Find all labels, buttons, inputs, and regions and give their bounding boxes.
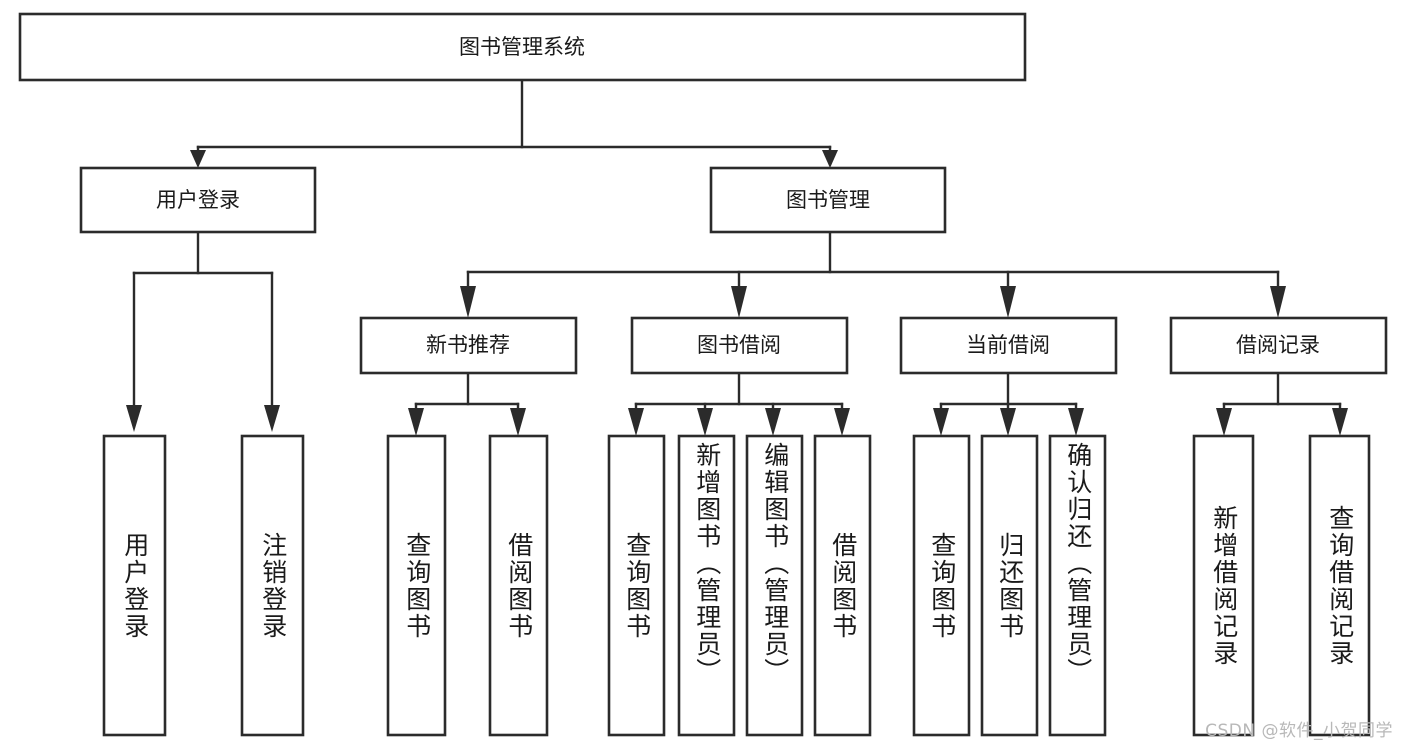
node-borrow-record[interactable]: 借阅记录	[1169, 316, 1388, 375]
node-new-book-recommend-box[interactable]	[359, 316, 578, 375]
arrow-leaf-query-book-1	[408, 408, 424, 436]
arrow-leaf-edit-book	[765, 408, 781, 436]
node-leaf-confirm-return-box[interactable]	[1048, 434, 1107, 737]
node-leaf-borrow-book-2-box[interactable]	[813, 434, 872, 737]
node-book-management-label: 图书管理	[786, 188, 870, 212]
node-leaf-query-book-1-box[interactable]	[386, 434, 447, 737]
arrow-leaf-query-record	[1332, 408, 1348, 436]
leaf-boxes	[102, 434, 1371, 737]
node-borrow-record-box[interactable]	[1169, 316, 1388, 375]
arrow-user-login	[190, 150, 206, 168]
node-book-borrow-box[interactable]	[630, 316, 849, 375]
node-current-borrow[interactable]: 当前借阅	[899, 316, 1118, 375]
node-current-borrow-label: 当前借阅	[966, 333, 1050, 357]
arrow-leaf-query-book-3	[933, 408, 949, 436]
node-leaf-add-book-box[interactable]	[677, 434, 736, 737]
arrow-borrow-record	[1270, 286, 1286, 318]
node-book-management-box[interactable]	[709, 166, 947, 234]
node-leaf-query-book-3-box[interactable]	[912, 434, 971, 737]
node-leaf-return-book-box[interactable]	[980, 434, 1039, 737]
arrow-book-management	[822, 150, 838, 168]
watermark-text: CSDN @软件_小贺同学	[1205, 721, 1393, 741]
arrow-book-borrow	[731, 286, 747, 318]
arrow-leaf-add-record	[1216, 408, 1232, 436]
node-user-login-label: 用户登录	[156, 188, 240, 212]
node-current-borrow-box[interactable]	[899, 316, 1118, 375]
node-root[interactable]: 图书管理系统	[18, 12, 1027, 82]
node-leaf-query-book-2-box[interactable]	[607, 434, 666, 737]
connector-group	[126, 78, 1348, 436]
arrow-leaf-user-login	[126, 405, 142, 432]
arrow-leaf-add-book	[697, 408, 713, 436]
node-leaf-edit-book-box[interactable]	[745, 434, 804, 737]
node-leaf-borrow-book-1-box[interactable]	[488, 434, 549, 737]
node-new-book-recommend[interactable]: 新书推荐	[359, 316, 578, 375]
node-user-login-box[interactable]	[79, 166, 317, 234]
node-book-borrow[interactable]: 图书借阅	[630, 316, 849, 375]
arrow-leaf-borrow-book-1	[510, 408, 526, 436]
arrow-leaf-return-book	[1000, 408, 1016, 436]
node-leaf-add-record-box[interactable]	[1192, 434, 1255, 737]
arrow-leaf-query-book-2	[628, 408, 644, 436]
arrow-leaf-borrow-book-2	[834, 408, 850, 436]
node-root-box[interactable]	[18, 12, 1027, 82]
arrow-new-book-recommend	[460, 286, 476, 318]
node-root-label: 图书管理系统	[459, 35, 585, 59]
node-book-borrow-label: 图书借阅	[697, 333, 781, 357]
node-leaf-query-record-box[interactable]	[1308, 434, 1371, 737]
node-leaf-user-login-box[interactable]	[102, 434, 167, 737]
node-book-management[interactable]: 图书管理	[709, 166, 947, 234]
node-user-login[interactable]: 用户登录	[79, 166, 317, 234]
node-new-book-recommend-label: 新书推荐	[426, 333, 510, 357]
arrow-leaf-confirm-return	[1068, 408, 1084, 436]
node-leaf-logout-login-box[interactable]	[240, 434, 305, 737]
arrow-leaf-logout-login	[264, 405, 280, 432]
node-borrow-record-label: 借阅记录	[1236, 333, 1320, 357]
arrow-current-borrow	[1000, 286, 1016, 318]
